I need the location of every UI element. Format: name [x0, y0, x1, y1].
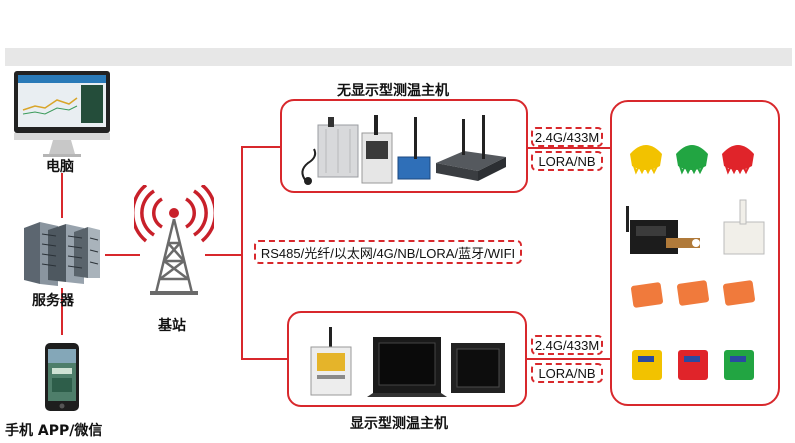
display-host-label: 显示型测温主机 — [350, 416, 448, 432]
network-protocols-tag: RS485/光纤/以太网/4G/NB/LORA/蓝牙/WIFI — [254, 240, 522, 264]
computer-label: 电脑 — [46, 159, 74, 175]
lower-frequency-tag: 2.4G/433M — [531, 335, 603, 355]
lower-lora-tag: LORA/NB — [531, 363, 603, 383]
mobile-label: 手机 APP/微信 — [5, 423, 103, 439]
phone-icon — [45, 343, 79, 411]
server-label: 服务器 — [32, 293, 74, 309]
display-host-box — [287, 311, 527, 407]
no-display-host-box — [280, 99, 528, 193]
no-display-host-label: 无显示型测温主机 — [337, 83, 449, 99]
server-icon — [24, 222, 100, 286]
base-station-label: 基站 — [158, 318, 186, 334]
upper-lora-tag: LORA/NB — [531, 151, 603, 171]
gateway-icon — [301, 115, 506, 185]
sensor-icon — [626, 145, 765, 380]
display-host-icon — [310, 327, 505, 397]
top-bar — [5, 48, 792, 66]
upper-frequency-tag: 2.4G/433M — [531, 127, 603, 147]
computer-icon — [14, 71, 110, 157]
tower-icon — [134, 185, 214, 295]
sensors-box — [610, 100, 780, 406]
